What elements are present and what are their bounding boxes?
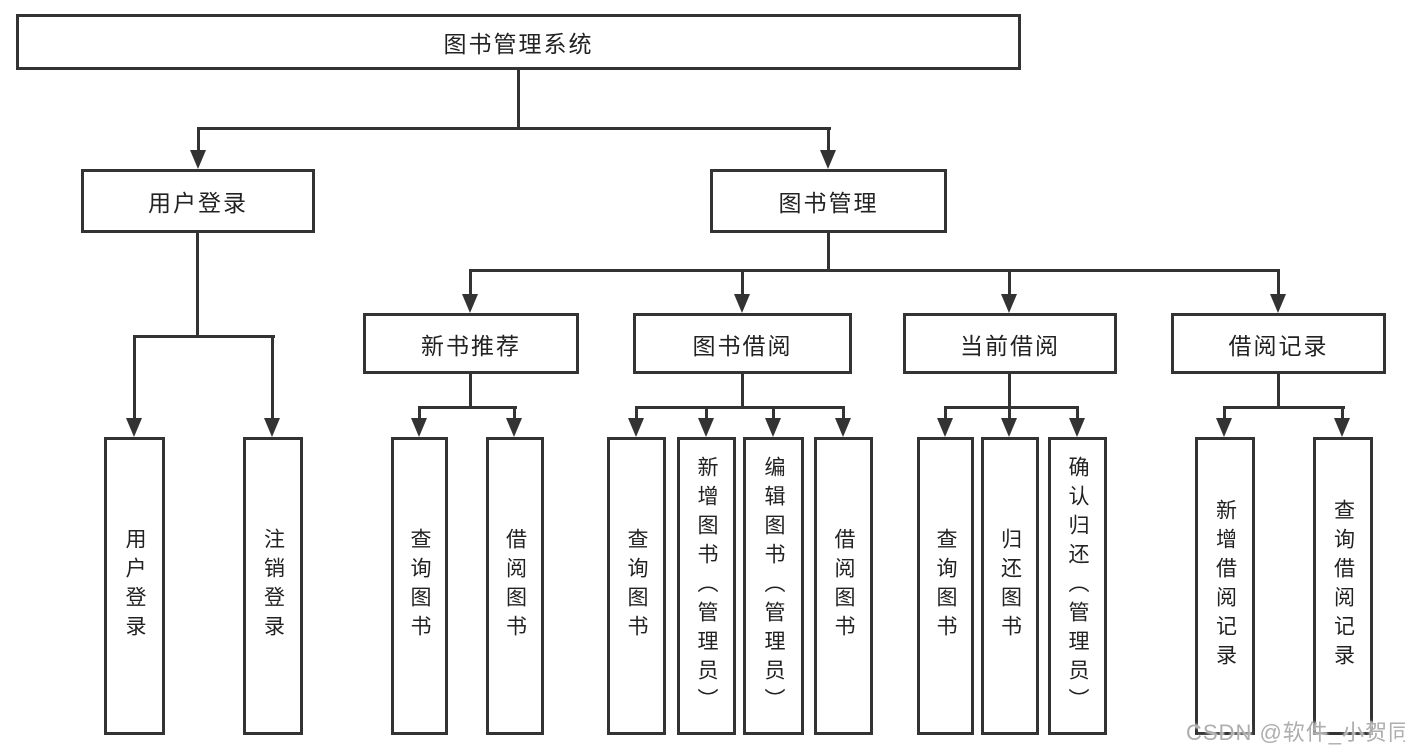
leaf-label: 借阅图书: [503, 528, 527, 644]
node-label: 图书管理: [778, 190, 879, 216]
connector-stub-leaf: [1341, 406, 1344, 420]
node-label: 用户登录: [148, 190, 248, 216]
arrow-to-user-login: [190, 150, 206, 169]
leaf-edit-books-admin: 编辑图书（管理员）: [743, 437, 804, 735]
leaf-label: 借阅图书: [832, 528, 855, 644]
connector-currentborrow-trunk: [1008, 374, 1011, 408]
node-label: 图书借阅: [692, 332, 793, 359]
leaf-label: 查询图书: [625, 528, 648, 644]
arrow-to-leaf: [126, 418, 142, 437]
connector-currentborrow-branch: [944, 406, 1079, 409]
connector-newbook-trunk: [469, 374, 472, 408]
connector-stub-leaf: [418, 406, 421, 420]
leaf-label: 用户登录: [123, 528, 146, 644]
node-user-login: 用户登录: [81, 169, 315, 233]
arrow-to-borrow-record: [1270, 294, 1286, 313]
node-borrow-record: 借阅记录: [1171, 313, 1386, 374]
connector-stub-user-login: [197, 127, 200, 152]
connector-bookmgmt-branch: [469, 269, 1280, 272]
arrow-to-leaf: [1216, 418, 1232, 437]
node-label: 新书推荐: [421, 332, 521, 359]
arrow-to-leaf: [698, 418, 714, 437]
arrow-to-leaf: [1001, 418, 1017, 437]
leaf-borrow-books: 借阅图书: [814, 437, 873, 735]
node-label: 当前借阅: [960, 332, 1060, 359]
leaf-label: 查询图书: [934, 528, 957, 644]
connector-stub-leaf: [635, 406, 638, 420]
node-label: 图书管理系统: [443, 31, 594, 57]
connector-stub-leaf: [1223, 406, 1226, 420]
connector-stub-leaf: [271, 335, 274, 420]
connector-bookborrow-branch: [635, 406, 845, 409]
arrow-to-leaf: [835, 418, 851, 437]
arrow-to-book-borrow: [734, 294, 750, 313]
leaf-label: 确认归还（管理员）: [1066, 455, 1089, 717]
leaf-query-books: 查询图书: [917, 437, 974, 735]
connector-stub-leaf: [1008, 406, 1011, 420]
connector-borrowrecord-branch: [1223, 406, 1345, 409]
leaf-query-borrow-record: 查询借阅记录: [1313, 437, 1373, 735]
connector-stub-leaf: [772, 406, 775, 420]
csdn-watermark: CSDN @软件_小贺同学: [1186, 720, 1405, 745]
arrow-to-leaf: [264, 418, 280, 437]
leaf-query-books: 查询图书: [391, 437, 448, 735]
leaf-label: 归还图书: [998, 528, 1022, 644]
leaf-confirm-return-admin: 确认归还（管理员）: [1048, 437, 1107, 735]
leaf-add-books-admin: 新增图书（管理员）: [677, 437, 736, 735]
arrow-to-current-borrow: [1001, 294, 1017, 313]
leaf-user-login: 用户登录: [104, 437, 165, 735]
connector-stub-new-book: [469, 269, 472, 296]
leaf-logout: 注销登录: [243, 437, 303, 735]
connector-bookmgmt-trunk: [827, 233, 830, 271]
connector-stub-leaf: [513, 406, 516, 420]
connector-stub-borrow-record: [1277, 269, 1280, 296]
leaf-label: 新增借阅记录: [1213, 499, 1237, 673]
connector-root-trunk: [517, 70, 520, 129]
connector-userlogin-branch: [133, 335, 275, 338]
leaf-borrow-books: 借阅图书: [486, 437, 544, 735]
connector-root-branch: [197, 127, 831, 130]
leaf-label: 新增图书（管理员）: [695, 455, 718, 717]
connector-stub-leaf: [1076, 406, 1079, 420]
arrow-to-leaf: [506, 418, 522, 437]
leaf-label: 查询图书: [408, 528, 431, 644]
connector-stub-current-borrow: [1008, 269, 1011, 296]
connector-bookborrow-trunk: [741, 374, 744, 408]
connector-borrowrecord-trunk: [1277, 374, 1280, 408]
node-library-management-system: 图书管理系统: [16, 14, 1021, 70]
connector-stub-book-mgmt: [827, 127, 830, 152]
leaf-add-borrow-record: 新增借阅记录: [1195, 437, 1255, 735]
leaf-label: 编辑图书（管理员）: [762, 455, 785, 717]
leaf-label: 注销登录: [261, 528, 285, 644]
arrow-to-leaf: [1069, 418, 1085, 437]
node-book-management: 图书管理: [710, 169, 947, 233]
arrow-to-leaf: [1334, 418, 1350, 437]
connector-userlogin-trunk: [196, 233, 199, 337]
arrow-to-new-book: [462, 294, 478, 313]
node-label: 借阅记录: [1228, 332, 1329, 359]
node-new-book-recommend: 新书推荐: [363, 313, 579, 374]
connector-newbook-branch: [418, 406, 517, 409]
connector-stub-book-borrow: [741, 269, 744, 296]
arrow-to-leaf: [765, 418, 781, 437]
connector-stub-leaf: [705, 406, 708, 420]
connector-stub-leaf: [944, 406, 947, 420]
arrow-to-leaf: [411, 418, 427, 437]
leaf-return-books: 归还图书: [981, 437, 1039, 735]
connector-stub-leaf: [842, 406, 845, 420]
node-book-borrow: 图书借阅: [633, 313, 852, 374]
node-current-borrow: 当前借阅: [903, 313, 1117, 374]
connector-stub-leaf: [133, 335, 136, 420]
arrow-to-leaf: [628, 418, 644, 437]
arrow-to-book-mgmt: [820, 150, 836, 169]
arrow-to-leaf: [937, 418, 953, 437]
leaf-query-books: 查询图书: [607, 437, 666, 735]
leaf-label: 查询借阅记录: [1331, 499, 1355, 673]
